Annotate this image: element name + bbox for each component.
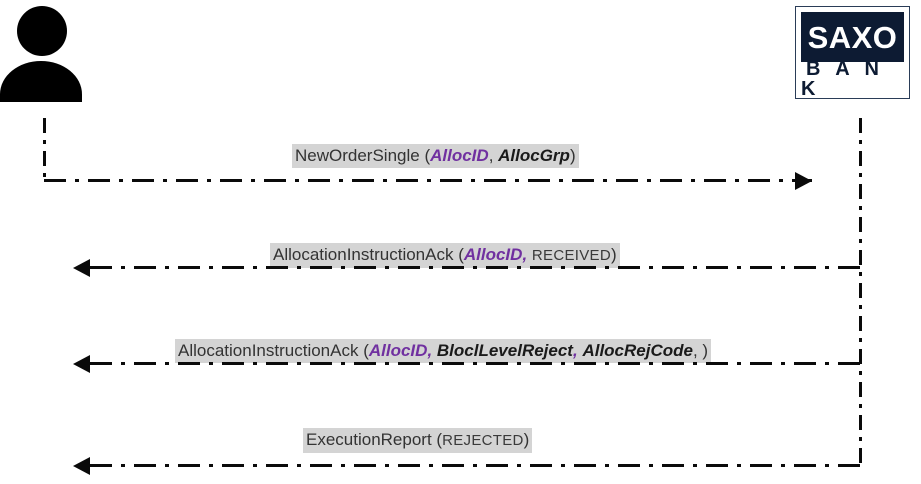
message-3-param-sep-2: , bbox=[572, 341, 578, 360]
saxo-bank-logo: SAXO B A N K bbox=[795, 6, 910, 99]
message-1-open-paren: ( bbox=[419, 146, 431, 165]
message-3-param-allocid: AllocID bbox=[368, 341, 428, 360]
logo-bank-text: B A N K bbox=[801, 57, 884, 100]
message-2-open-paren: ( bbox=[453, 245, 464, 264]
message-3-name: AllocationInstructionAck bbox=[178, 341, 359, 360]
message-4-status-rejected: REJECTED bbox=[442, 432, 524, 449]
message-1-param-allocid: AllocID bbox=[430, 146, 489, 165]
message-label-2: AllocationInstructionAck (AllocID, RECEI… bbox=[270, 243, 620, 268]
message-arrowhead-4 bbox=[73, 456, 90, 475]
message-1-close-paren: ) bbox=[569, 146, 576, 165]
logo-saxo-band: SAXO bbox=[801, 12, 904, 62]
actor-body-shape bbox=[0, 61, 82, 102]
message-4-close-paren: ) bbox=[523, 430, 530, 449]
message-4-open-paren: ( bbox=[431, 430, 443, 449]
message-arrow-line-4 bbox=[88, 464, 860, 467]
lifeline-left-actor bbox=[43, 118, 46, 182]
message-3-param-blocklevelreject: BloclLevelReject bbox=[436, 341, 573, 360]
message-arrow-line-2 bbox=[88, 266, 860, 269]
message-arrowhead-3 bbox=[73, 354, 90, 373]
message-1-name: NewOrderSingle bbox=[295, 146, 420, 165]
message-arrowhead-1 bbox=[795, 171, 812, 190]
message-label-4: ExecutionReport (REJECTED) bbox=[303, 428, 533, 453]
message-2-status-received: RECEIVED bbox=[531, 247, 611, 264]
message-3-param-sep-1: , bbox=[427, 341, 433, 360]
logo-bank-band: B A N K bbox=[801, 59, 904, 99]
lifeline-right-actor bbox=[859, 118, 862, 466]
actor-head-shape bbox=[17, 6, 67, 56]
message-arrow-line-1 bbox=[44, 179, 812, 182]
message-3-param-sep-3: , bbox=[692, 341, 703, 360]
message-2-close-paren: ) bbox=[611, 245, 617, 264]
message-1-param-sep-1: , bbox=[488, 146, 499, 165]
message-arrow-line-3 bbox=[88, 362, 860, 365]
message-label-1: NewOrderSingle (AllocID, AllocGrp) bbox=[292, 144, 579, 168]
message-2-name: AllocationInstructionAck bbox=[273, 245, 454, 264]
message-label-3: AllocationInstructionAck (AllocID, Blocl… bbox=[175, 339, 712, 363]
message-4-name: ExecutionReport bbox=[306, 430, 432, 449]
message-2-param-allocid: AllocID bbox=[463, 245, 523, 264]
message-3-open-paren: ( bbox=[358, 341, 369, 360]
logo-saxo-text: SAXO bbox=[807, 19, 898, 55]
message-3-close-paren: ) bbox=[702, 341, 709, 360]
message-1-param-allocgrp: AllocGrp bbox=[498, 146, 570, 165]
message-arrowhead-2 bbox=[73, 258, 90, 277]
user-actor-icon bbox=[0, 6, 82, 102]
message-2-param-sep-1: , bbox=[522, 245, 528, 264]
message-3-param-allocrejcode: AllocRejCode bbox=[582, 341, 693, 360]
